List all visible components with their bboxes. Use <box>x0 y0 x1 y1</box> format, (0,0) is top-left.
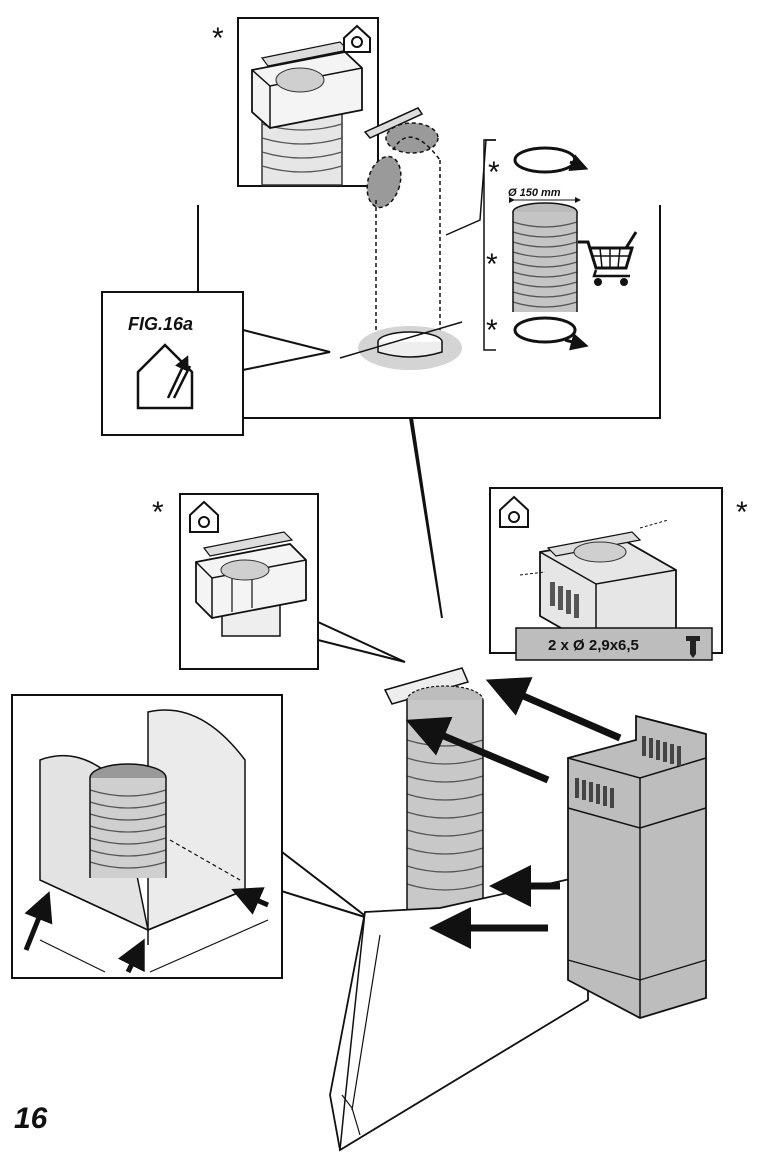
right-detail-box: * 2 x Ø 2,9x6,5 <box>489 487 748 661</box>
sub-figure-label: FIG.16a <box>128 314 193 334</box>
bottom-left-detail-box <box>11 694 369 979</box>
arrow-icon <box>405 677 622 949</box>
main-assembly <box>329 667 707 1152</box>
accessories-bracket <box>445 139 496 351</box>
house-with-tool-icon <box>499 495 529 528</box>
screw-icon <box>686 636 700 658</box>
asterisk-clamp-top: * <box>488 156 500 189</box>
duct-diameter-label: Ø 150 mm <box>508 187 561 199</box>
screw-spec-label: 2 x Ø 2,9x6,5 <box>548 637 639 654</box>
flexible-duct: Ø 150 mm * <box>486 187 581 312</box>
asterisk-right: * <box>736 496 748 529</box>
house-with-tool-icon <box>343 24 371 53</box>
clamp-ring-icon: * <box>488 146 589 189</box>
asterisk-duct: * <box>486 248 498 281</box>
house-with-tool-icon <box>189 500 219 533</box>
dashed-duct-assembly <box>339 107 463 370</box>
figure-number: 16 <box>14 1102 48 1135</box>
top-detail-box: * <box>212 17 379 187</box>
fig16a-callout: FIG.16a <box>101 205 661 619</box>
asterisk-clamp-bottom: * <box>486 314 498 347</box>
middle-left-detail-box: * <box>152 493 406 670</box>
shopping-cart-icon <box>578 231 638 286</box>
asterisk-top-detail: * <box>212 22 224 55</box>
house-with-arrow-icon <box>136 343 194 410</box>
clamp-ring-bottom: * <box>486 314 589 351</box>
asterisk-middle-left: * <box>152 496 164 529</box>
